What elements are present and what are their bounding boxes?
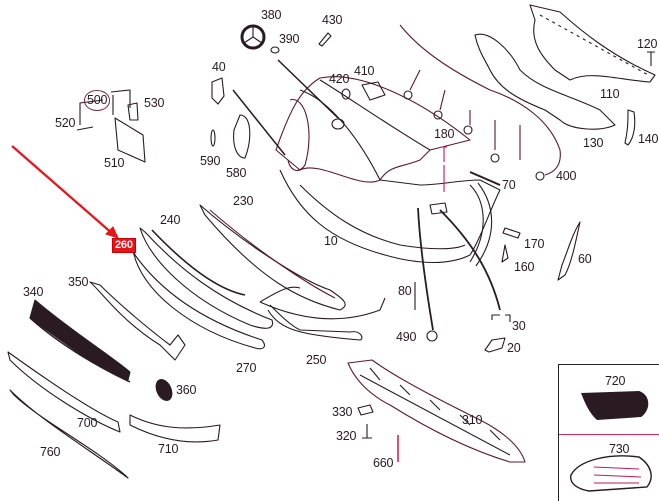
part-label-250[interactable]: 250 <box>306 353 327 367</box>
pin-part-180 <box>441 146 447 192</box>
part-label-410[interactable]: 410 <box>354 64 375 78</box>
highlight-arrow <box>11 145 119 239</box>
inset-divider <box>559 434 659 435</box>
part-label-420[interactable]: 420 <box>329 72 350 86</box>
part-label-230[interactable]: 230 <box>233 194 254 208</box>
screw-part-120 <box>647 51 655 66</box>
part-label-170[interactable]: 170 <box>524 237 545 251</box>
part-label-80[interactable]: 80 <box>398 284 412 298</box>
clip-part-30 <box>491 314 511 322</box>
bracket-part-60 <box>557 221 581 281</box>
part-label-120[interactable]: 120 <box>637 37 658 51</box>
trim-part-700 <box>7 351 121 433</box>
ring-part-590 <box>210 129 216 147</box>
part-label-390[interactable]: 390 <box>279 32 300 46</box>
part-label-500[interactable]: 500 <box>84 90 111 111</box>
emblem-part-380 <box>240 24 266 50</box>
grille-strip-part-270 <box>132 249 265 350</box>
part-label-490[interactable]: 490 <box>396 330 417 344</box>
part-label-40[interactable]: 40 <box>212 60 226 74</box>
part-label-580[interactable]: 580 <box>226 166 247 180</box>
part-label-10[interactable]: 10 <box>324 234 338 248</box>
clip-part-530 <box>127 102 139 121</box>
part-label-700[interactable]: 700 <box>77 416 98 430</box>
part-label-590[interactable]: 590 <box>200 154 221 168</box>
trim-part-760 <box>9 389 129 479</box>
wiring-harness-part-400 <box>399 24 561 176</box>
part-label-400[interactable]: 400 <box>556 169 577 183</box>
part-label-350[interactable]: 350 <box>68 275 89 289</box>
bracket-part-130 <box>474 33 616 130</box>
inset-drawing <box>570 391 652 492</box>
screw-part-160 <box>501 244 509 263</box>
part-label-730[interactable]: 730 <box>609 442 630 456</box>
trim-part-140 <box>624 109 636 146</box>
grille-strip-part-240 <box>151 229 246 296</box>
hose-part-490 <box>417 207 434 331</box>
bracket-part-350 <box>89 281 186 361</box>
sensor-part-410 <box>361 81 386 101</box>
screw-part-520 <box>76 126 94 131</box>
plate-part-510 <box>114 117 146 163</box>
part-label-510[interactable]: 510 <box>104 156 125 170</box>
part-label-270[interactable]: 270 <box>236 361 257 375</box>
part-label-530[interactable]: 530 <box>144 96 165 110</box>
nut-part-330 <box>357 404 374 416</box>
part-label-70[interactable]: 70 <box>502 178 516 192</box>
part-label-430[interactable]: 430 <box>322 13 343 27</box>
part-label-130[interactable]: 130 <box>583 136 604 150</box>
part-label-30[interactable]: 30 <box>512 319 526 333</box>
part-label-60[interactable]: 60 <box>578 252 592 266</box>
grille-strip-part-260 <box>139 227 274 329</box>
part-label-260-highlighted[interactable]: 260 <box>112 238 136 253</box>
grille-part-360 <box>155 379 173 401</box>
part-label-660[interactable]: 660 <box>373 456 394 470</box>
lamp-part-580 <box>233 114 251 159</box>
inset-panel: 720 730 <box>558 364 659 501</box>
part-label-360[interactable]: 360 <box>176 383 197 397</box>
part-label-710[interactable]: 710 <box>158 442 179 456</box>
part-label-310[interactable]: 310 <box>462 413 483 427</box>
grille-insert-part-720 <box>581 391 649 420</box>
underbody-panel-part-310 <box>347 359 526 463</box>
clip-part-430 <box>318 32 332 47</box>
fog-lamp-frame-part-730 <box>570 455 652 492</box>
bracket-part-40 <box>211 77 225 105</box>
strip-part-70 <box>469 171 501 186</box>
ring-part-420 <box>341 88 351 100</box>
screw-part-320 <box>362 424 372 439</box>
part-label-720[interactable]: 720 <box>605 374 626 388</box>
part-label-320[interactable]: 320 <box>336 429 357 443</box>
part-label-760[interactable]: 760 <box>40 445 61 459</box>
part-label-380[interactable]: 380 <box>261 8 282 22</box>
part-label-330[interactable]: 330 <box>332 405 353 419</box>
part-label-110[interactable]: 110 <box>600 87 620 101</box>
trim-part-230 <box>199 204 346 311</box>
part-label-140[interactable]: 140 <box>638 132 659 146</box>
bracket-part-110 <box>529 4 656 83</box>
trim-part-250 <box>267 304 363 341</box>
bushing-part-390 <box>270 46 280 54</box>
trim-part-710 <box>129 414 221 443</box>
part-label-180[interactable]: 180 <box>434 127 455 141</box>
cover-part-20 <box>484 337 506 353</box>
part-label-240[interactable]: 240 <box>160 213 181 227</box>
part-label-340[interactable]: 340 <box>23 285 44 299</box>
mesh-grille-part-340 <box>29 299 131 383</box>
bumper-cover-part-10 <box>275 76 501 267</box>
part-label-160[interactable]: 160 <box>514 260 535 274</box>
part-label-20[interactable]: 20 <box>507 341 521 355</box>
clip-part-170 <box>502 227 521 239</box>
part-label-520[interactable]: 520 <box>55 116 76 130</box>
